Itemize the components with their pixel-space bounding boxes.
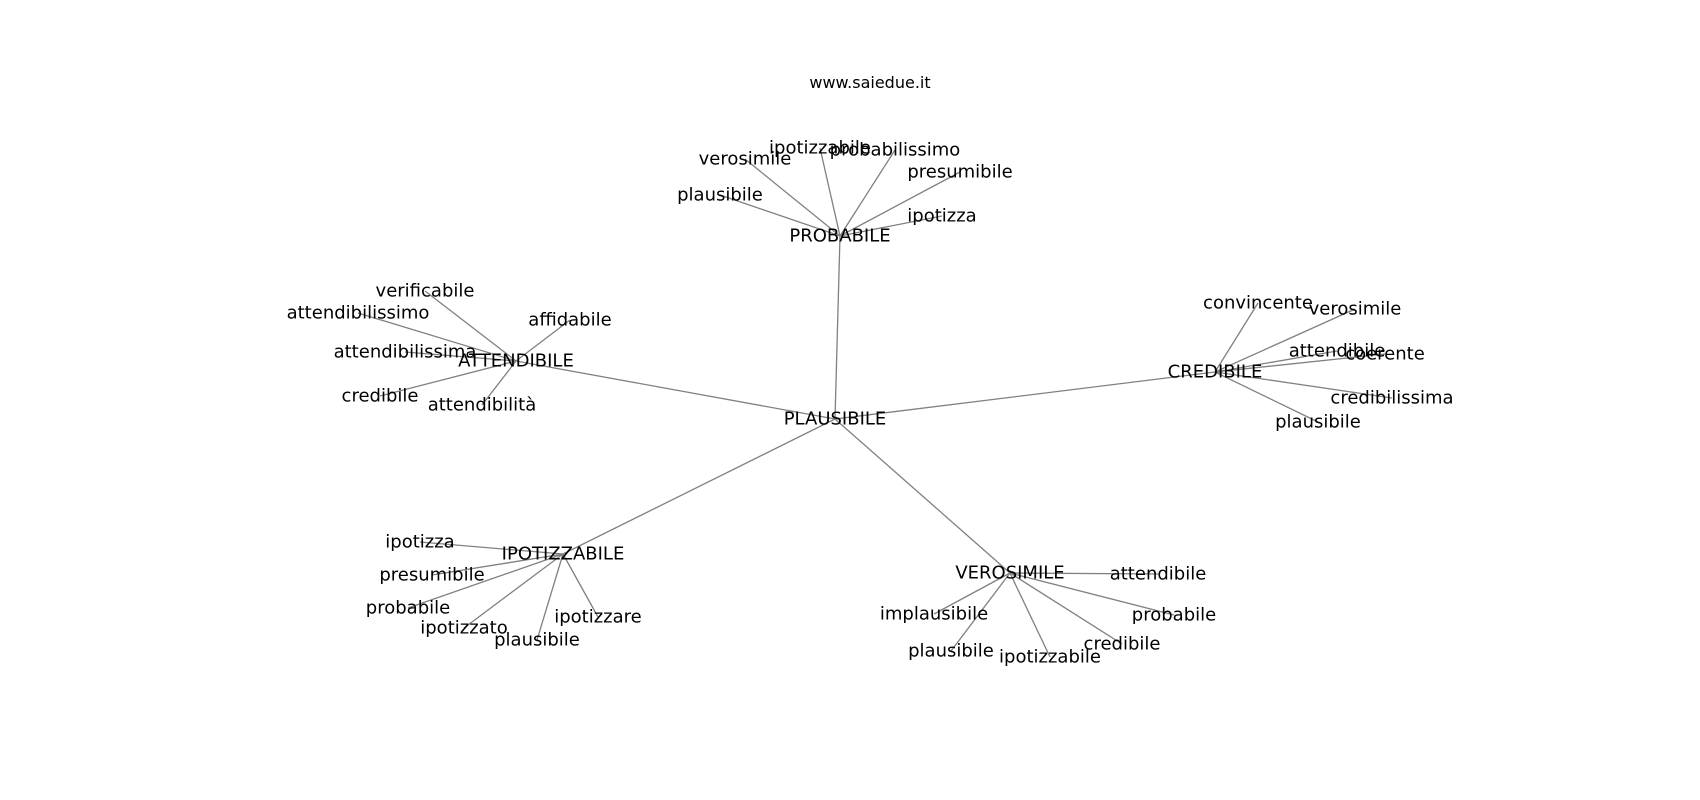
edge-ipotizzabile-1 bbox=[431, 553, 564, 576]
edge-attendibile-5 bbox=[481, 360, 517, 406]
node-leaf: attendibilissima bbox=[334, 342, 477, 363]
edge-root-attendibile bbox=[515, 360, 836, 420]
node-leaf: attendibile bbox=[1110, 564, 1207, 585]
edge-root-credibile bbox=[834, 371, 1216, 420]
node-leaf: affidabile bbox=[528, 310, 611, 331]
edge-attendibile-3 bbox=[404, 351, 517, 362]
node-leaf: ipotizza bbox=[907, 206, 976, 227]
node-leaf: ipotizzabile bbox=[769, 138, 871, 159]
edge-probabile-3 bbox=[839, 171, 961, 237]
node-hub-credibile: CREDIBILE bbox=[1168, 362, 1263, 383]
edge-verosimile-2 bbox=[1009, 572, 1175, 616]
node-root: PLAUSIBILE bbox=[784, 409, 887, 430]
node-leaf: ipotizzare bbox=[554, 607, 642, 628]
edge-layer bbox=[357, 147, 1393, 658]
node-leaf: implausibile bbox=[880, 604, 988, 625]
edge-ipotizzabile-2 bbox=[407, 553, 564, 609]
edge-credibile-3 bbox=[1214, 353, 1386, 373]
node-leaf: probabile bbox=[1132, 605, 1216, 626]
edge-credibile-1 bbox=[1214, 308, 1356, 373]
node-leaf: plausibile bbox=[1275, 412, 1361, 433]
node-hub-ipotizzabile: IPOTIZZABILE bbox=[502, 544, 625, 565]
edge-ipotizzabile-3 bbox=[463, 553, 564, 629]
node-leaf: attendibilissimo bbox=[287, 303, 430, 324]
node-leaf: coerente bbox=[1345, 344, 1425, 365]
edge-probabile-5 bbox=[839, 215, 943, 237]
node-leaf: verosimile bbox=[699, 149, 792, 170]
node-leaf: probabilissimo bbox=[830, 140, 961, 161]
node-leaf: credibile bbox=[1084, 634, 1161, 655]
edge-ipotizzabile-5 bbox=[536, 553, 564, 641]
node-leaf: attendibilità bbox=[428, 395, 537, 416]
edge-probabile-1 bbox=[819, 147, 841, 237]
edge-verosimile-3 bbox=[950, 572, 1011, 652]
edge-probabile-2 bbox=[839, 149, 896, 237]
node-leaf: verosimile bbox=[1309, 299, 1402, 320]
edge-verosimile-5 bbox=[1009, 572, 1051, 658]
node-leaf: presumibile bbox=[379, 565, 484, 586]
edge-attendibile-1 bbox=[357, 312, 517, 362]
node-leaf: plausibile bbox=[494, 630, 580, 651]
node-leaf: attendibile bbox=[1289, 341, 1386, 362]
node-leaf: plausibile bbox=[908, 641, 994, 662]
node-leaf: ipotizzato bbox=[420, 618, 508, 639]
edge-credibile-0 bbox=[1214, 302, 1259, 373]
edge-verosimile-1 bbox=[933, 572, 1011, 615]
edge-probabile-0 bbox=[744, 158, 841, 237]
node-hub-verosimile: VEROSIMILE bbox=[955, 563, 1064, 584]
edge-credibile-2 bbox=[1214, 350, 1338, 373]
edge-credibile-5 bbox=[1214, 371, 1319, 423]
edge-verosimile-0 bbox=[1009, 572, 1159, 575]
node-leaf: verificabile bbox=[376, 281, 475, 302]
edge-verosimile-4 bbox=[1009, 572, 1123, 645]
node-hub-attendibile: ATTENDIBILE bbox=[458, 351, 574, 372]
edge-attendibile-4 bbox=[379, 360, 517, 397]
edge-ipotizzabile-0 bbox=[419, 541, 564, 555]
edge-root-ipotizzabile bbox=[562, 418, 836, 555]
edge-root-verosimile bbox=[834, 418, 1011, 574]
edge-credibile-4 bbox=[1214, 371, 1393, 399]
node-leaf: ipotizzabile bbox=[999, 647, 1101, 668]
edge-root-probabile bbox=[834, 235, 841, 420]
edge-probabile-4 bbox=[719, 194, 841, 237]
edge-attendibile-2 bbox=[515, 319, 571, 362]
site-watermark: www.saiedue.it bbox=[809, 73, 930, 92]
label-layer: PLAUSIBILEPROBABILEverosimileipotizzabil… bbox=[287, 138, 1454, 668]
node-hub-probabile: PROBABILE bbox=[789, 226, 890, 247]
node-leaf: credibile bbox=[342, 386, 419, 407]
node-leaf: plausibile bbox=[677, 185, 763, 206]
node-leaf: ipotizza bbox=[385, 532, 454, 553]
node-leaf: probabile bbox=[366, 598, 450, 619]
edge-ipotizzabile-4 bbox=[562, 553, 599, 618]
node-leaf: convincente bbox=[1203, 293, 1313, 314]
node-leaf: presumibile bbox=[907, 162, 1012, 183]
edge-attendibile-0 bbox=[424, 290, 517, 362]
node-leaf: credibilissima bbox=[1330, 388, 1453, 409]
